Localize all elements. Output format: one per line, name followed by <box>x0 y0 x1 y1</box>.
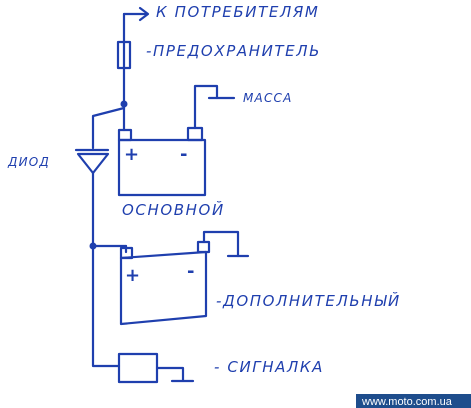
wire-junction-diode <box>91 106 126 150</box>
diode-icon <box>74 148 110 248</box>
wire-alarm-ground <box>155 366 185 382</box>
wire-rail-alarm <box>91 244 121 368</box>
aux-battery-label: -ДОПОЛНИТЕЛЬНЫЙ <box>216 291 401 310</box>
main-battery-plus: + <box>124 144 139 165</box>
alarm-unit <box>117 352 159 384</box>
diode-label: ДИОД <box>7 155 50 169</box>
main-battery-label: ОСНОВНОЙ <box>122 200 225 219</box>
wire-main-ground <box>193 84 219 130</box>
fuse-label: -ПРЕДОХРАНИТЕЛЬ <box>146 42 321 60</box>
alarm-label: - СИГНАЛКА <box>214 358 324 376</box>
wire-aux-ground <box>202 230 240 258</box>
consumers-arrow-icon <box>122 6 150 44</box>
ground-label: МАССА <box>243 91 293 105</box>
main-battery-minus: - <box>180 144 187 165</box>
watermark-background <box>356 394 471 408</box>
consumers-label: К ПОТРЕБИТЕЛЯМ <box>156 3 319 21</box>
watermark-text: www.moto.com.ua <box>361 396 453 408</box>
aux-battery-plus: + <box>125 265 140 286</box>
aux-battery-minus: - <box>187 261 194 282</box>
main-battery <box>117 126 207 197</box>
